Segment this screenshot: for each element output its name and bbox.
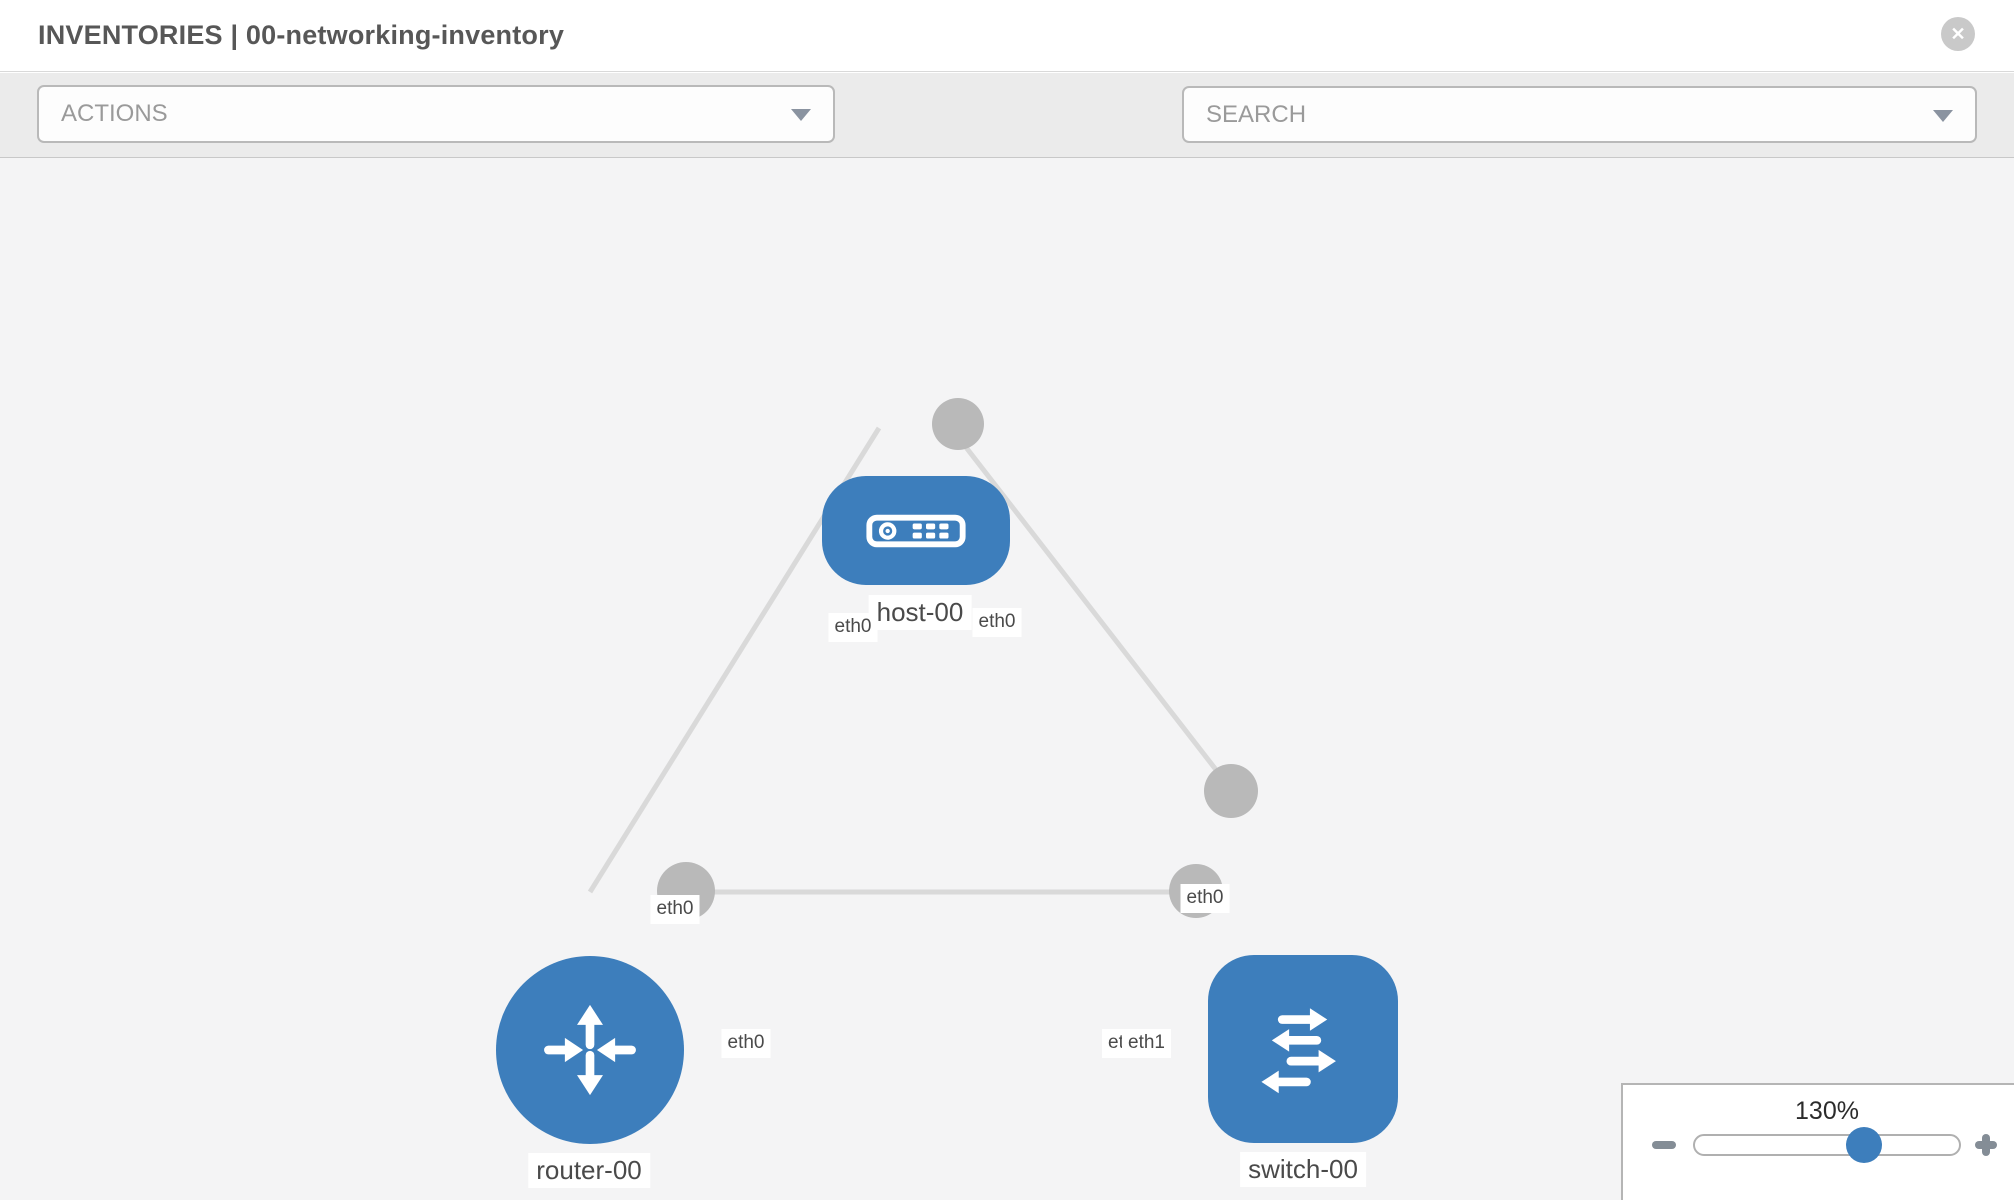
node-label-switch-00[interactable]: switch-00 — [1240, 1152, 1366, 1188]
edge-host-switch[interactable] — [956, 435, 1236, 795]
close-icon[interactable]: ✕ — [1941, 17, 1975, 51]
zoom-slider-knob[interactable] — [1846, 1127, 1882, 1163]
node-label-router-00[interactable]: router-00 — [528, 1153, 650, 1189]
actions-dropdown-label: ACTIONS — [61, 100, 168, 127]
iface-label-host-eth0-left: eth0 — [828, 613, 878, 642]
iface-label-host-eth0-right: eth0 — [972, 608, 1022, 637]
zoom-slider-track[interactable] — [1693, 1134, 1961, 1156]
node-label-host-00[interactable]: host-00 — [868, 595, 972, 631]
page-title: INVENTORIES | 00-networking-inventory — [38, 20, 565, 50]
chevron-down-icon — [791, 109, 811, 121]
port-switch-eth0[interactable] — [1204, 764, 1258, 818]
minus-icon[interactable] — [1652, 1141, 1676, 1149]
page-header: INVENTORIES | 00-networking-inventory ✕ — [0, 0, 2014, 72]
zoom-level-value: 130% — [1795, 1097, 1859, 1125]
toolbar: ACTIONS SEARCH — [0, 73, 2014, 204]
zoom-widget: 130% — [1621, 1083, 2014, 1200]
iface-label-switch-eth1: eth1 — [1122, 1029, 1171, 1058]
topology-canvas[interactable]: host-00 router-00 switch-00 eth0 eth0 et… — [0, 158, 2014, 1200]
actions-dropdown[interactable]: ACTIONS — [37, 85, 835, 143]
node-switch-00[interactable] — [1208, 955, 1398, 1143]
iface-label-router-host-eth0: eth0 — [650, 895, 700, 924]
iface-label-switch-top-eth0: eth0 — [1180, 884, 1230, 913]
iface-label-router-eth0: eth0 — [721, 1029, 771, 1058]
router-icon — [544, 1004, 636, 1096]
port-host-eth0[interactable] — [932, 398, 984, 450]
search-select[interactable]: SEARCH — [1182, 86, 1977, 143]
host-icon — [866, 514, 966, 547]
search-placeholder: SEARCH — [1206, 100, 1307, 128]
plus-icon[interactable] — [1975, 1134, 1997, 1156]
chevron-down-icon — [1933, 109, 1953, 122]
node-host-00[interactable] — [822, 476, 1010, 585]
topology-edges-layer — [587, 398, 1258, 920]
node-router-00[interactable] — [496, 956, 684, 1144]
switch-icon — [1261, 1008, 1336, 1094]
